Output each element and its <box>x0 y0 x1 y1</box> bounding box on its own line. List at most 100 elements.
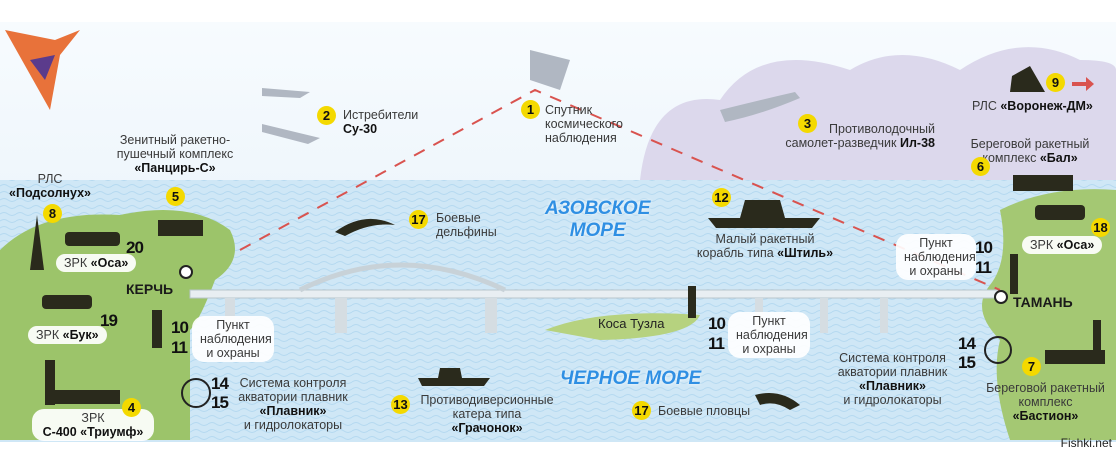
badge-1: 1 <box>521 100 540 119</box>
badge-17: 17 <box>632 401 651 420</box>
sonar-icon <box>181 378 211 408</box>
bal-vehicle-icon <box>1013 175 1073 191</box>
line: «Оса» <box>1056 238 1095 252</box>
line: Боевые <box>436 211 481 225</box>
line: акватории плавник <box>837 365 948 379</box>
line: «Панцирь-С» <box>134 161 216 175</box>
bottom-strip <box>0 442 1116 452</box>
aircraft-icons <box>262 50 800 144</box>
satellite-link-lines <box>239 88 1001 291</box>
s400-launcher-icon <box>45 360 55 405</box>
line: корабль типа <box>696 246 774 260</box>
line: Су-30 <box>343 122 378 136</box>
badge-14: 14 <box>211 374 229 393</box>
line: Пункт <box>919 236 953 250</box>
badge-6: 6 <box>971 157 990 176</box>
line: комплекс <box>1018 395 1073 409</box>
line: наблюдения <box>904 250 976 264</box>
dolphin-icon <box>335 218 395 236</box>
line: космического <box>545 117 623 131</box>
badge-13: 13 <box>391 395 410 414</box>
diver-icon <box>755 392 800 410</box>
line: «Бук» <box>62 328 99 342</box>
line: пушечный комплекс <box>116 147 234 161</box>
kerch-marker <box>179 265 193 279</box>
line: наблюдения <box>200 332 272 346</box>
line: РЛС <box>37 172 63 186</box>
line: Истребители <box>343 108 419 122</box>
line: Пункт <box>752 314 786 328</box>
badge-11: 11 <box>708 334 725 353</box>
clouds <box>640 47 1116 181</box>
badge-12: 12 <box>712 188 731 207</box>
il38-plane-icon <box>720 92 800 122</box>
line: Спутник <box>545 103 593 117</box>
line: ЗРК <box>1030 238 1054 252</box>
publisher-logo <box>5 30 80 110</box>
line: «Плавник» <box>859 379 926 393</box>
badge-15: 15 <box>958 353 976 372</box>
line: катера типа <box>452 407 522 421</box>
bastion-vehicle-icon <box>1045 350 1105 364</box>
badge-5: 5 <box>166 187 185 206</box>
line: ЗРК <box>81 411 105 425</box>
line: «Бал» <box>1039 151 1078 165</box>
line: Система контроля <box>239 376 347 390</box>
line: и гидролокаторы <box>243 418 343 432</box>
label-podsolnukh: РЛС«Подсолнух» <box>5 172 95 200</box>
taman-marker <box>994 290 1008 304</box>
ship-shtil-icon <box>708 200 820 228</box>
arrow-right-icon <box>1072 77 1094 91</box>
line: комплекс <box>982 151 1037 165</box>
soldier-icon <box>152 310 162 348</box>
line: и охраны <box>742 342 796 356</box>
city-taman: ТАМАНЬ <box>1013 294 1073 310</box>
soldier-icon-tuzla <box>688 286 696 318</box>
line: наблюдения <box>545 131 617 145</box>
badge-9: 9 <box>1046 73 1065 92</box>
bastion-launcher-icon <box>1093 320 1101 352</box>
line: «Штиль» <box>777 246 834 260</box>
line: Береговой ракетный <box>986 381 1105 395</box>
badge-10: 10 <box>171 318 189 337</box>
sonar-icon-taman <box>984 336 1012 364</box>
su30-jet-icon <box>262 88 310 98</box>
line: самолет-разведчик <box>785 136 897 150</box>
badge-20: 20 <box>126 238 144 257</box>
osa-vehicle-icon <box>65 232 120 246</box>
line: «Оса» <box>90 256 129 270</box>
line: и гидролокаторы <box>843 393 942 407</box>
sea-black: ЧЕРНОЕ МОРЕ <box>560 368 702 389</box>
soldier-icon-taman <box>1010 254 1018 294</box>
line: «Плавник» <box>259 404 327 418</box>
line: наблюдения <box>736 328 808 342</box>
badge-10: 10 <box>708 314 726 333</box>
line: Малый ракетный <box>715 232 815 246</box>
voronezh-radar-icon <box>1010 66 1045 92</box>
line: ЗРК <box>36 328 60 342</box>
line: «Бастион» <box>1012 409 1079 423</box>
line: «Подсолнух» <box>9 186 91 200</box>
place-tuzla: Коса Тузла <box>598 316 665 331</box>
label-voronezh: РЛС «Воронеж-ДМ» <box>972 99 1093 113</box>
label-pantsir: Зенитный ракетно-пушечный комплекс«Панци… <box>110 133 240 175</box>
line: Береговой ракетный <box>970 137 1090 151</box>
osa-vehicle-icon-taman <box>1035 205 1085 220</box>
badge-17: 17 <box>409 210 428 229</box>
line: Противолодочный <box>829 122 935 136</box>
badge-18: 18 <box>1091 218 1110 237</box>
sea-azov-line: МОРЕ <box>569 220 626 241</box>
